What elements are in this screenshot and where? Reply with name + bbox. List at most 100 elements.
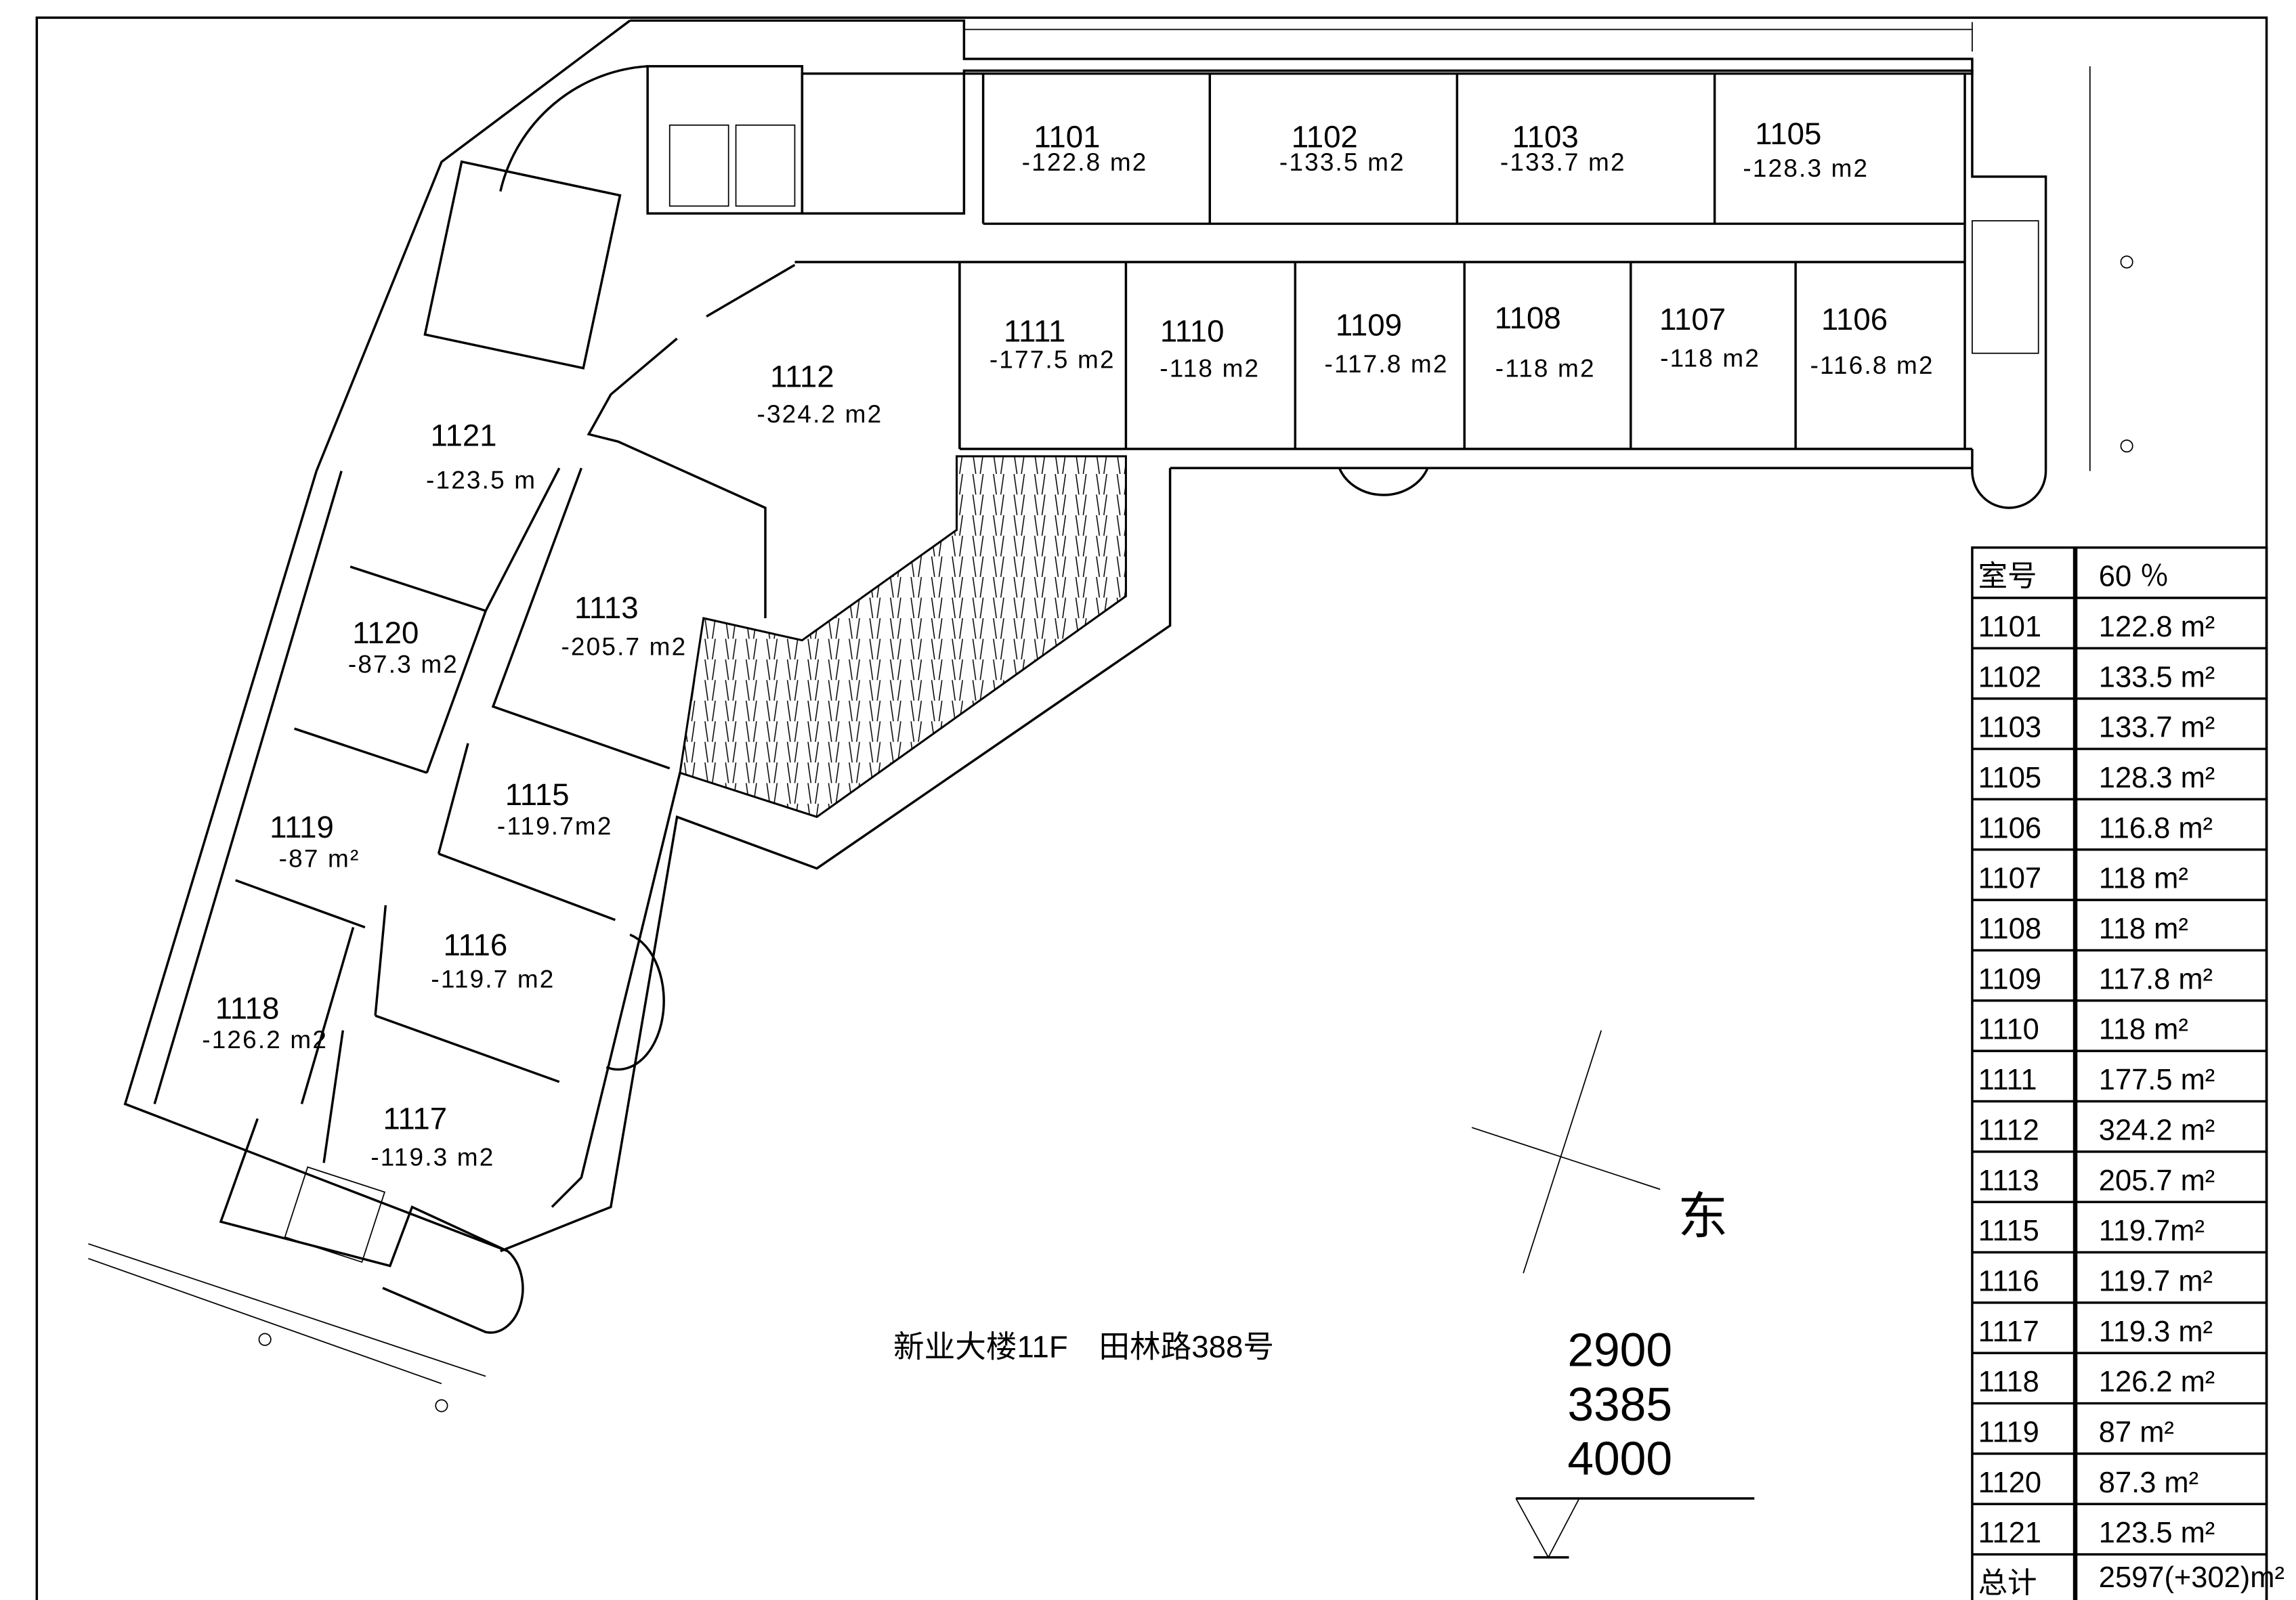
level-marker-icon <box>1515 1497 1755 1559</box>
room-number: 1111 <box>1004 313 1065 348</box>
table-row: 1115 119.7m² <box>1972 1201 2267 1247</box>
table-row: 1113 205.7 m² <box>1972 1150 2267 1197</box>
table-row: 1118 126.2 m² <box>1972 1352 2267 1398</box>
room-cell: 1117 <box>1978 1316 2039 1348</box>
area-cell: 116.8 m² <box>2099 812 2213 844</box>
table-row: 1109 117.8 m² <box>1972 949 2267 995</box>
compass-line <box>1523 1030 1602 1274</box>
room-cell: 1111 <box>1978 1064 2037 1096</box>
room-label: 1105 -128.3 m2 <box>1743 116 1869 182</box>
room-number: 1109 <box>1336 308 1402 343</box>
room-number: 1101 <box>1034 119 1100 154</box>
room-area: -119.7m2 <box>497 813 613 840</box>
room-cell: 总计 <box>1978 1567 2037 1600</box>
elevation-value: 4000 <box>1567 1432 1672 1485</box>
room-label: 1103-133.7 m2 <box>1500 119 1626 176</box>
room-label: 1117-119.3 m2 <box>370 1101 493 1171</box>
room-area: -133.7 m2 <box>1500 148 1626 176</box>
room-label: 1112-324.2 m2 <box>757 360 883 428</box>
room-cell: 1121 <box>1978 1517 2041 1549</box>
room-cell: 1109 <box>1978 963 2041 995</box>
room-cell: 室号 <box>1978 561 2037 593</box>
drawing-title: 新业大楼11F 田林路388号 <box>893 1329 1274 1364</box>
room-cell: 1119 <box>1978 1417 2039 1449</box>
room-cell: 1115 <box>1978 1215 2039 1247</box>
room-label: 1119-87 m² <box>270 810 358 872</box>
room-label: 1109 -117.8 m2 <box>1324 308 1448 378</box>
area-cell: 87 m² <box>2099 1417 2174 1449</box>
room-cell: 1120 <box>1978 1467 2041 1499</box>
room-number: 1115 <box>505 777 570 812</box>
room-number: 1103 <box>1512 119 1579 154</box>
area-cell: 126.2 m² <box>2099 1366 2215 1398</box>
room-label: 1120-87.3 m2 <box>348 615 459 678</box>
room-label: 1115-119.7m2 <box>497 777 613 840</box>
room-number: 1110 <box>1160 313 1225 348</box>
area-cell: 119.7m² <box>2099 1215 2205 1247</box>
area-cell: 122.8 m² <box>2099 611 2215 643</box>
room-label: 1121-123.5 m <box>426 418 535 494</box>
room-area: -119.7 m2 <box>431 966 555 993</box>
room-area: -205.7 m2 <box>561 632 687 660</box>
area-cell: 118 m² <box>2099 913 2188 945</box>
table-row: 1110 118 m² <box>1972 999 2267 1046</box>
room-number: 1102 <box>1292 119 1358 154</box>
room-label: 1118-126.2 m2 <box>202 991 326 1053</box>
table-row: 1119 87 m² <box>1972 1402 2267 1449</box>
room-number: 1107 <box>1659 302 1726 337</box>
area-cell: 118 m² <box>2099 1014 2188 1046</box>
compass-line <box>1471 1127 1661 1190</box>
room-area: -133.5 m2 <box>1279 148 1405 176</box>
area-cell: 324.2 m² <box>2099 1114 2215 1146</box>
area-cell: 2597(+302)m² <box>2099 1561 2284 1594</box>
compass-label: 东 <box>1678 1188 1728 1245</box>
area-cell: 177.5 m² <box>2099 1064 2215 1096</box>
room-cell: 1113 <box>1978 1165 2039 1197</box>
hatched-void <box>679 455 1127 819</box>
room-number: 1119 <box>270 810 334 844</box>
building-walls <box>88 19 2133 1412</box>
area-cell: 118 m² <box>2099 863 2188 895</box>
table-header: 室号 60 ％ <box>1978 561 2169 593</box>
room-area: -118 m2 <box>1495 355 1596 383</box>
room-label: 1106 -116.8 m2 <box>1810 302 1934 379</box>
room-cell: 1110 <box>1978 1014 2039 1046</box>
room-area: -116.8 m2 <box>1810 351 1934 379</box>
room-number: 1121 <box>430 418 496 453</box>
area-cell: 205.7 m² <box>2099 1165 2215 1197</box>
room-area: -128.3 m2 <box>1743 154 1869 182</box>
room-number: 1108 <box>1495 301 1561 335</box>
room-cell: 1118 <box>1978 1366 2039 1398</box>
room-area: -177.5 m2 <box>990 345 1115 373</box>
room-area: -117.8 m2 <box>1324 350 1448 378</box>
area-cell: 117.8 m² <box>2099 963 2213 995</box>
room-area: -87.3 m2 <box>348 650 459 678</box>
room-area: -118 m2 <box>1660 344 1760 372</box>
room-area: -324.2 m2 <box>757 400 883 428</box>
room-label: 1102-133.5 m2 <box>1279 119 1405 176</box>
room-label: 1116-119.7 m2 <box>431 928 555 993</box>
room-area: -122.8 m2 <box>1022 148 1148 176</box>
room-cell: 1108 <box>1978 913 2041 945</box>
room-area: -118 m2 <box>1160 355 1260 383</box>
area-cell: 60 ％ <box>2099 561 2169 593</box>
room-number: 1118 <box>215 991 280 1025</box>
room-cell: 1101 <box>1978 611 2041 643</box>
room-number: 1106 <box>1821 302 1888 337</box>
room-cell: 1105 <box>1978 762 2041 794</box>
area-cell: 119.7 m² <box>2099 1265 2213 1297</box>
table-row: 1111 177.5 m² <box>1972 1050 2267 1096</box>
room-number: 1105 <box>1755 116 1821 151</box>
room-number: 1117 <box>383 1101 447 1136</box>
